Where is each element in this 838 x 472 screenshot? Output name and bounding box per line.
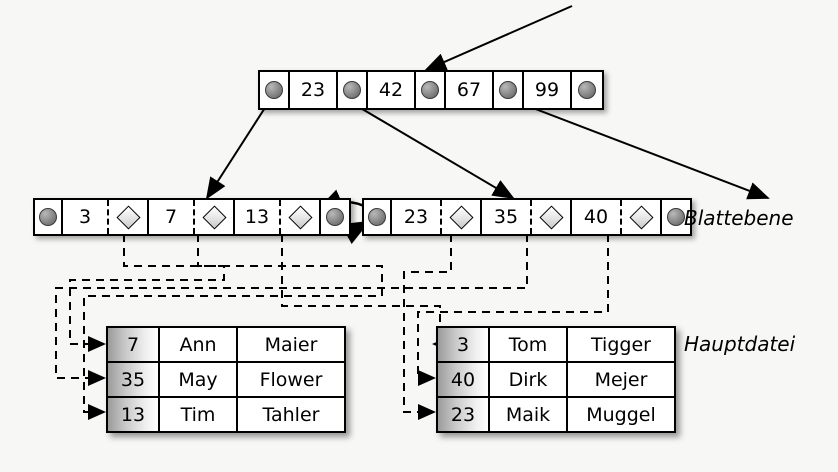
root-pointer-2[interactable] xyxy=(416,72,446,108)
root-pointer-3[interactable] xyxy=(494,72,524,108)
pointer-ball-icon xyxy=(421,81,439,99)
incoming-root-arrow xyxy=(424,5,573,71)
table-row[interactable]: 40 Dirk Mejer xyxy=(438,363,674,398)
row-last-name: Flower xyxy=(259,368,323,391)
root-to-outside-arrow xyxy=(511,99,770,200)
record-pointer-diamond-icon xyxy=(287,204,313,230)
root-key-1: 42 xyxy=(368,72,416,108)
pointer-ball-icon xyxy=(326,208,344,226)
leaf-left-key-0: 3 xyxy=(63,200,109,234)
root-to-right-leaf-arrow xyxy=(346,99,515,200)
table-row[interactable]: 3 Tom Tigger xyxy=(438,328,674,363)
leaf-left-next-pointer[interactable] xyxy=(321,200,349,234)
row-last-name: Maier xyxy=(264,333,318,356)
row-key: 13 xyxy=(108,398,160,431)
row-first-name: Maik xyxy=(490,398,568,431)
root-key-2: 67 xyxy=(446,72,494,108)
leaf-right-next-pointer[interactable] xyxy=(662,200,690,234)
row-key: 23 xyxy=(438,398,490,431)
dashed-leaf-l1-to-row xyxy=(69,234,225,352)
root-to-left-leaf-arrow xyxy=(205,99,271,200)
root-key-0: 23 xyxy=(290,72,338,108)
root-pointer-1[interactable] xyxy=(338,72,368,108)
leaf-right-prev-pointer[interactable] xyxy=(364,200,392,234)
dashed-leaf-r1-to-row xyxy=(403,234,452,420)
row-key: 40 xyxy=(438,363,490,396)
table-row[interactable]: 13 Tim Tahler xyxy=(108,398,344,431)
main-file-table-right[interactable]: 3 Tom Tigger 40 Dirk Mejer 23 Maik Mugge… xyxy=(436,326,676,433)
table-row[interactable]: 23 Maik Muggel xyxy=(438,398,674,431)
leaf-left-key-1: 7 xyxy=(149,200,195,234)
row-first-name: Dirk xyxy=(490,363,568,396)
root-key-3: 99 xyxy=(524,72,572,108)
record-pointer-diamond-icon xyxy=(448,204,474,230)
leaf-left-record-pointer-2[interactable] xyxy=(281,200,321,234)
pointer-ball-icon xyxy=(265,81,283,99)
main-file-table-left[interactable]: 7 Ann Maier 35 May Flower 13 Tim Tahler xyxy=(106,326,346,433)
pointer-ball-icon xyxy=(343,81,361,99)
caption-main-file: Hauptdatei xyxy=(684,332,796,356)
leaf-node-right[interactable]: 23 35 40 xyxy=(362,198,692,236)
pointer-ball-icon xyxy=(39,208,57,226)
leaf-left-record-pointer-1[interactable] xyxy=(195,200,235,234)
row-first-name: May xyxy=(160,363,238,396)
table-row[interactable]: 7 Ann Maier xyxy=(108,328,344,363)
pointer-ball-icon xyxy=(667,208,685,226)
row-last-name: Muggel xyxy=(586,403,656,426)
leaf-right-record-pointer-1[interactable] xyxy=(532,200,572,234)
leaf-left-key-2: 13 xyxy=(235,200,281,234)
row-last-name: Mejer xyxy=(594,368,648,391)
root-pointer-4[interactable] xyxy=(572,72,602,108)
pointer-ball-icon xyxy=(499,81,517,99)
dashed-leaf-r3-to-row xyxy=(417,234,609,386)
row-key: 3 xyxy=(438,328,490,361)
leaf-right-key-0: 23 xyxy=(392,200,442,234)
row-first-name: Tom xyxy=(490,328,568,361)
row-last-name: Tigger xyxy=(591,333,651,356)
row-first-name: Tim xyxy=(160,398,238,431)
leaf-node-left[interactable]: 3 7 13 xyxy=(33,198,351,236)
pointer-ball-icon xyxy=(368,208,386,226)
root-pointer-0[interactable] xyxy=(260,72,290,108)
row-first-name: Ann xyxy=(160,328,238,361)
row-key: 35 xyxy=(108,363,160,396)
caption-leaf-level: Blattebene xyxy=(684,206,794,230)
leaf-left-prev-pointer[interactable] xyxy=(35,200,63,234)
dashed-leaf-r2-to-row xyxy=(55,234,528,386)
dashed-leaf-l2-to-row xyxy=(83,234,383,420)
pointer-ball-icon xyxy=(578,81,596,99)
leaf-left-record-pointer-0[interactable] xyxy=(109,200,149,234)
leaf-right-key-1: 35 xyxy=(482,200,532,234)
table-row[interactable]: 35 May Flower xyxy=(108,363,344,398)
record-pointer-diamond-icon xyxy=(538,204,564,230)
root-node[interactable]: 23 42 67 99 xyxy=(258,70,604,110)
leaf-right-record-pointer-0[interactable] xyxy=(442,200,482,234)
record-pointer-diamond-icon xyxy=(628,204,654,230)
row-last-name: Tahler xyxy=(262,403,320,426)
leaf-right-record-pointer-2[interactable] xyxy=(622,200,662,234)
leaf-right-key-2: 40 xyxy=(572,200,622,234)
record-pointer-diamond-icon xyxy=(201,204,227,230)
row-key: 7 xyxy=(108,328,160,361)
record-pointer-diamond-icon xyxy=(115,204,141,230)
